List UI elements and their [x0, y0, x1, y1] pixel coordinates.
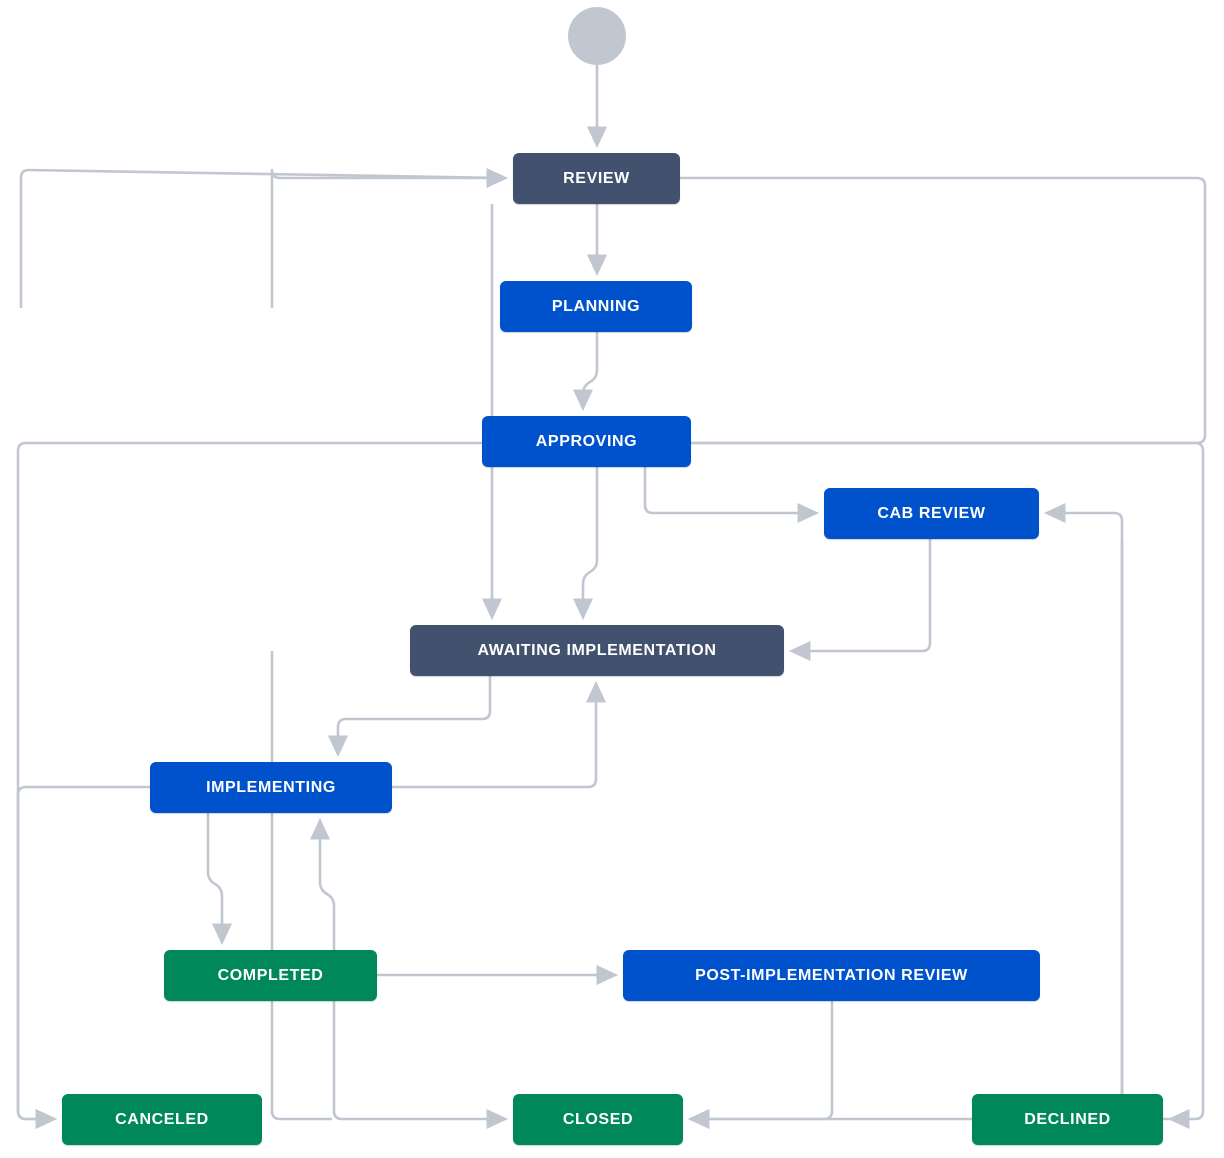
edge-declined-to-cab_review: [1043, 502, 1124, 1094]
edge-implementing-to-review_left: [19, 168, 506, 308]
node-approving[interactable]: APPROVING: [482, 416, 691, 467]
edge-cab_review-to-awaiting: [788, 539, 932, 662]
edge-approving-to-awaiting: [572, 467, 599, 621]
node-label: IMPLEMENTING: [206, 778, 336, 796]
node-label: APPROVING: [535, 432, 638, 450]
edge-awaiting-to-closed_left: [270, 651, 332, 1121]
node-label: AWAITING IMPLEMENTATION: [477, 641, 717, 659]
edge-planning-to-approving: [572, 332, 599, 412]
edge-planning-to-review: [270, 167, 509, 308]
edge-approving-to-declined: [691, 441, 1205, 1130]
node-review[interactable]: REVIEW: [513, 153, 680, 204]
node-label: COMPLETED: [217, 966, 324, 984]
node-declined[interactable]: DECLINED: [972, 1094, 1163, 1145]
edge-implementing-to-completed: [206, 813, 233, 946]
node-awaiting[interactable]: AWAITING IMPLEMENTATION: [410, 625, 784, 676]
node-label: PLANNING: [551, 297, 641, 315]
edge-completed-to-implementing: [309, 817, 336, 950]
node-closed[interactable]: CLOSED: [513, 1094, 683, 1145]
edge-completed-to-closed: [332, 1001, 509, 1130]
edge-implementing-to-canceled: [16, 785, 150, 1130]
node-label: CANCELED: [115, 1110, 209, 1128]
start-node: [568, 7, 626, 65]
edge-implementing-to-awaiting: [392, 680, 607, 789]
edge-approving-to-cab_review: [643, 467, 820, 524]
edge-post_review-to-closed: [687, 1001, 834, 1130]
node-label: CAB REVIEW: [877, 504, 986, 522]
node-label: DECLINED: [1024, 1110, 1111, 1128]
edges-group: [16, 65, 1207, 1130]
node-cab_review[interactable]: CAB REVIEW: [824, 488, 1039, 539]
node-completed[interactable]: COMPLETED: [164, 950, 377, 1001]
node-canceled[interactable]: CANCELED: [62, 1094, 262, 1145]
node-implementing[interactable]: IMPLEMENTING: [150, 762, 392, 813]
node-label: POST-IMPLEMENTATION REVIEW: [695, 966, 968, 984]
node-planning[interactable]: PLANNING: [500, 281, 692, 332]
edge-awaiting-to-implementing: [327, 676, 492, 758]
node-label: REVIEW: [563, 169, 630, 187]
node-post_review[interactable]: POST-IMPLEMENTATION REVIEW: [623, 950, 1040, 1001]
node-label: CLOSED: [562, 1110, 634, 1128]
